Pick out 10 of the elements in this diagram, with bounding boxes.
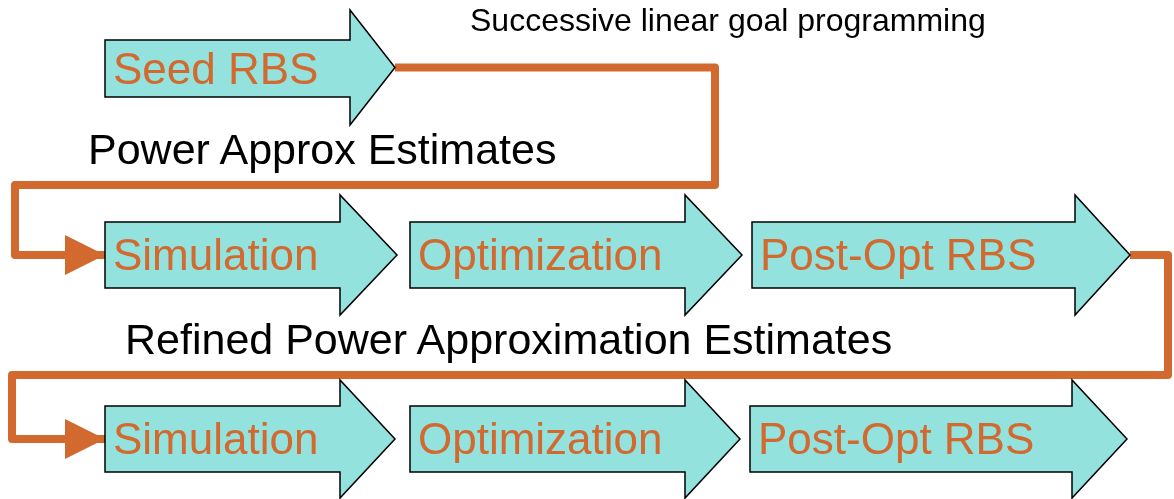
step-label: Simulation <box>113 417 319 461</box>
step-label: Simulation <box>113 233 319 277</box>
connector-arrow <box>8 251 1172 459</box>
step-label: Seed RBS <box>113 46 319 91</box>
connector-arrow <box>11 63 719 275</box>
step-label: Post-Opt RBS <box>760 233 1037 277</box>
step-label: Optimization <box>418 233 663 277</box>
title: Successive linear goal programming <box>470 2 986 39</box>
step-label: Post-Opt RBS <box>758 417 1035 461</box>
step-label: Optimization <box>418 417 663 461</box>
